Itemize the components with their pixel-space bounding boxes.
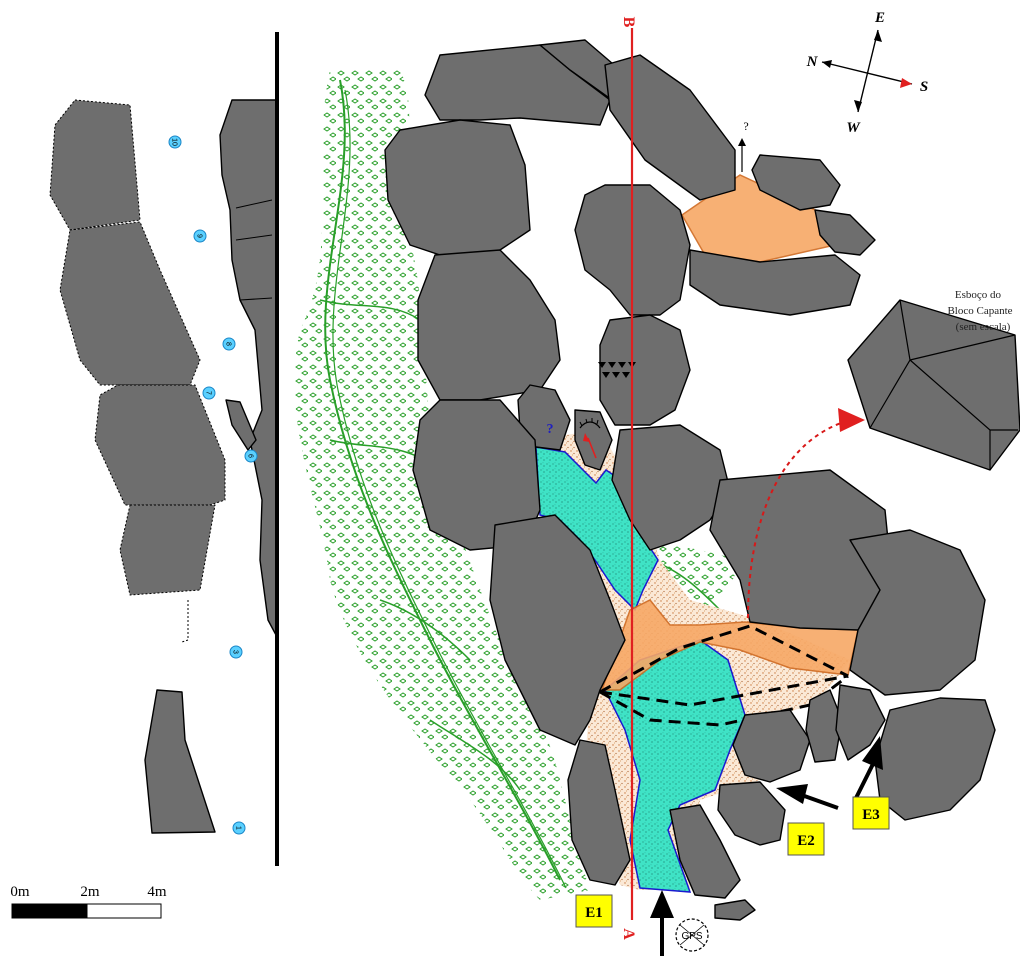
profile-block-3 <box>94 384 226 506</box>
sketch-caption-line-3: (sem escala) <box>956 321 1011 333</box>
sketch-caption-line-1: Esboço do <box>955 289 1002 301</box>
svg-text:8: 8 <box>225 342 232 346</box>
profile-small-block <box>225 399 257 451</box>
profile-block-1 <box>49 99 141 231</box>
capante-block-sketch: Esboço do Bloco Capante (sem escala) <box>847 289 1020 471</box>
svg-text:E1: E1 <box>585 905 603 921</box>
water-pool-lower <box>604 639 746 893</box>
red-arrowhead <box>838 408 865 432</box>
scale-label-2: 2m <box>80 884 100 900</box>
entrance-label-e2: E2 <box>787 822 825 856</box>
section-label-b: B <box>620 17 637 28</box>
scale-label-4: 4m <box>147 884 167 900</box>
compass-rose: N S E W <box>806 10 929 136</box>
profile-wall <box>219 99 277 636</box>
profile-marker-3: 3 <box>229 645 243 659</box>
svg-text:E3: E3 <box>862 807 880 823</box>
entrance-label-e1: E1 <box>575 894 613 928</box>
profile-block-4 <box>119 504 216 596</box>
cave-blocks <box>384 39 996 921</box>
compass-east: E <box>874 10 885 26</box>
profile-block-5 <box>144 689 216 834</box>
profile-marker-1: 1 <box>232 821 246 835</box>
scale-bar: 0m 2m 4m <box>10 884 167 919</box>
profile-marker-6: 6 <box>244 449 258 463</box>
svg-text:6: 6 <box>247 454 254 458</box>
gps-label: GPS <box>681 931 702 942</box>
svg-text:E2: E2 <box>797 833 815 849</box>
svg-text:3: 3 <box>232 650 239 654</box>
compass-west: W <box>846 120 861 136</box>
section-line-ab: B A <box>620 17 637 941</box>
sketch-caption-line-2: Bloco Capante <box>947 305 1012 317</box>
entrance-label-e3: E3 <box>852 796 890 830</box>
svg-text:9: 9 <box>196 234 203 238</box>
unknown-mark-top: ? <box>743 119 748 133</box>
scale-label-0: 0m <box>10 884 30 900</box>
svg-text:7: 7 <box>205 391 212 395</box>
compass-south: S <box>920 79 928 95</box>
compass-north: N <box>806 54 819 70</box>
section-label-a: A <box>620 928 637 940</box>
cave-symbols: ? ? <box>547 119 749 459</box>
profile-marker-8: 8 <box>222 337 236 351</box>
profile-marker-7: 7 <box>202 386 216 400</box>
entrance-arrows <box>650 736 883 956</box>
profile-block-2 <box>59 221 201 386</box>
gps-icon: GPS <box>675 918 709 952</box>
unknown-mark-blue: ? <box>547 422 554 437</box>
block-origin-arrow <box>747 419 851 619</box>
svg-text:10: 10 <box>171 138 178 146</box>
profile-marker-9: 9 <box>193 229 207 243</box>
left-profile: 10 9 8 7 6 3 1 <box>49 32 279 866</box>
profile-marker-10: 10 <box>168 135 182 149</box>
svg-text:1: 1 <box>235 826 242 830</box>
